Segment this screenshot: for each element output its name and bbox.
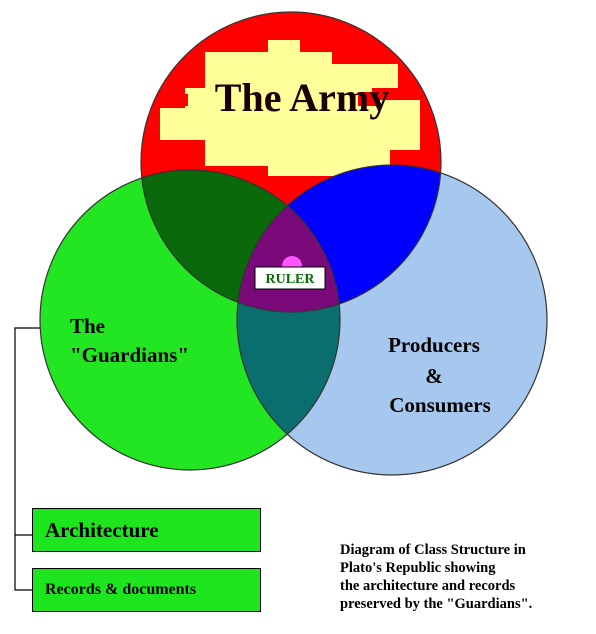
army-label: The Army <box>215 75 389 120</box>
caption-line-1: Diagram of Class Structure in <box>340 542 526 558</box>
architecture-label: Architecture <box>45 517 159 542</box>
producers-label-line-2: & <box>425 364 443 388</box>
diagram-caption: Diagram of Class Structure in Plato's Re… <box>340 541 590 613</box>
guardians-leader-line <box>14 327 40 591</box>
ruler-label-box <box>254 266 326 290</box>
army-yellow-pattern <box>160 40 420 176</box>
ruler-region <box>237 170 340 312</box>
producers-label-line-1: Producers <box>388 333 480 357</box>
ruler-label: RULER <box>265 272 315 287</box>
producers-label-line-3: Consumers <box>389 393 491 417</box>
records-label: Records & documents <box>45 581 197 598</box>
caption-line-3: the architecture and records <box>340 578 516 594</box>
architecture-box: Architecture <box>32 508 261 552</box>
records-box: Records & documents <box>32 568 261 612</box>
guardians-label-line-1: The <box>70 314 105 338</box>
caption-line-2: Plato's Republic showing <box>340 560 496 576</box>
guardians-label-line-2: "Guardians" <box>70 343 189 367</box>
caption-line-4: preserved by the "Guardians". <box>340 596 533 612</box>
